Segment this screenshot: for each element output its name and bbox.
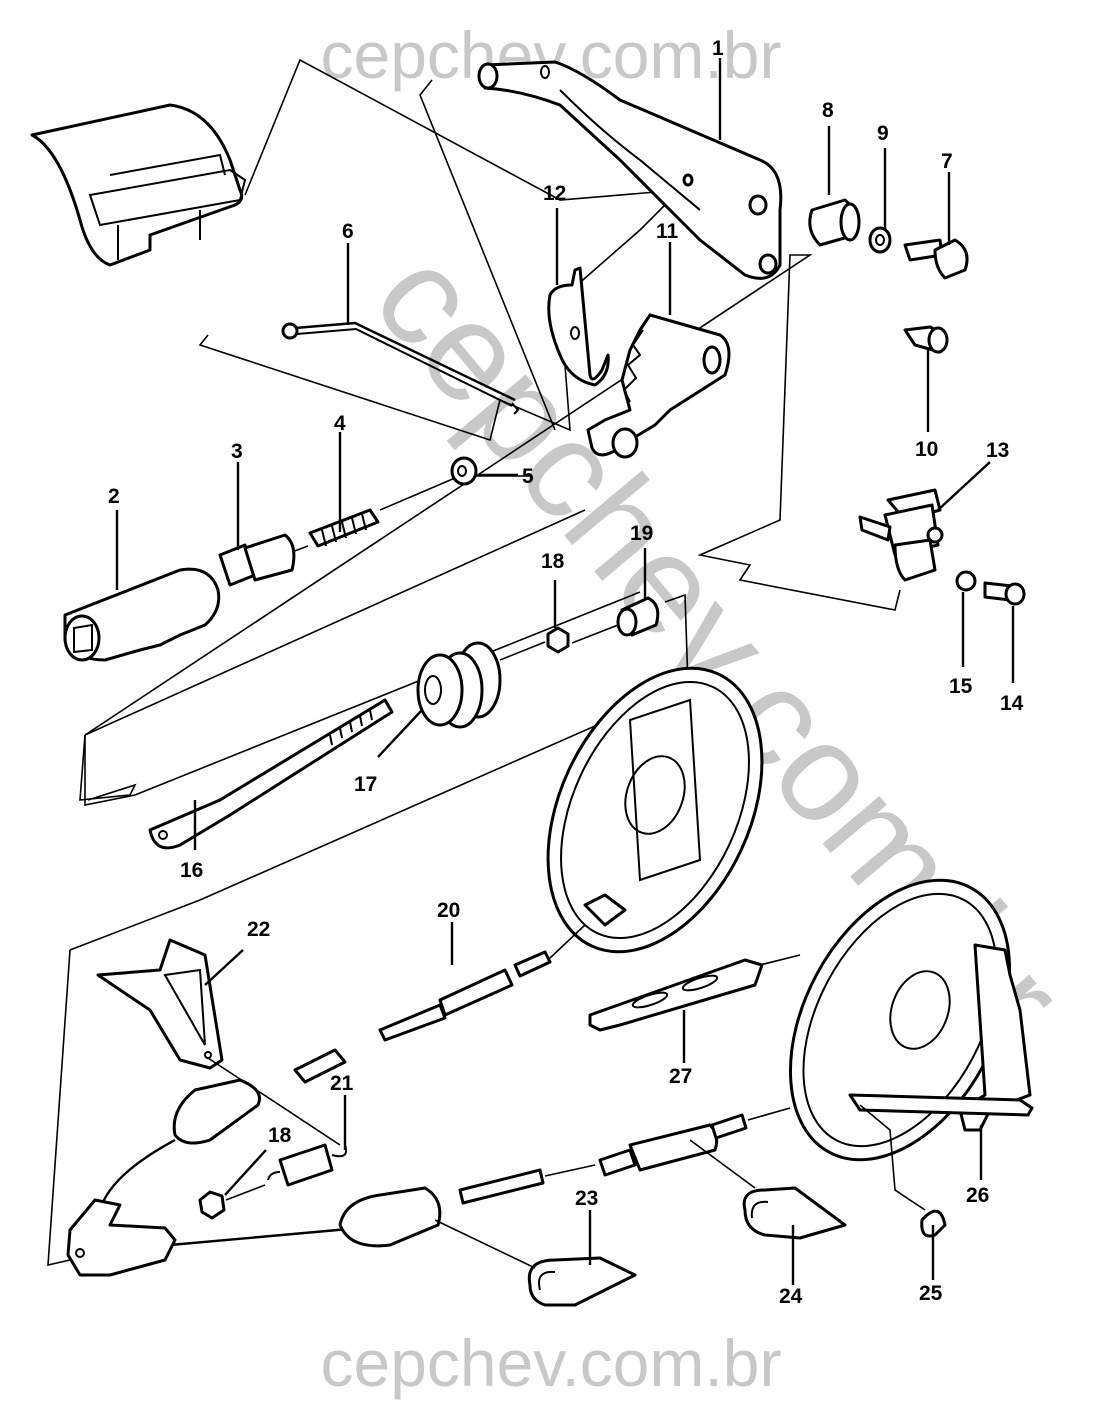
part-26-lever (848, 943, 1034, 1132)
label-part-2: 2 (108, 485, 120, 508)
part-14-screw (983, 581, 1026, 606)
part-7-bolt (903, 238, 969, 280)
part-21-spring (267, 1143, 348, 1187)
label-part-1: 1 (712, 37, 724, 60)
backing-plate-upper (546, 666, 764, 954)
label-part-25: 25 (919, 1282, 943, 1305)
label-part-24: 24 (779, 1285, 803, 1308)
part-17-grommet (416, 641, 502, 729)
cable-left-section (98, 1048, 361, 1247)
backing-plate-lower (788, 878, 1012, 1162)
label-part-15: 15 (949, 675, 973, 698)
part-3-button (218, 533, 309, 587)
part-15-washer (955, 570, 977, 592)
label-part-9: 9 (877, 122, 889, 145)
label-part-18-lower: 18 (268, 1124, 292, 1147)
label-part-27: 27 (669, 1065, 692, 1088)
part-23-clip (527, 1256, 637, 1307)
part-10-rivet (903, 325, 949, 354)
part-13-switch (858, 488, 944, 582)
main-group-outline (79, 734, 137, 801)
rod-group-right (199, 593, 689, 901)
label-part-26: 26 (966, 1184, 989, 1207)
label-part-16: 16 (180, 859, 203, 882)
label-part-6: 6 (342, 220, 354, 243)
part-8-bushing (808, 198, 861, 247)
part-20-cable (378, 924, 586, 1042)
label-part-23: 23 (575, 1187, 598, 1210)
center-group-outline (84, 254, 901, 736)
label-part-11: 11 (656, 220, 679, 243)
label-part-17: 17 (354, 773, 377, 796)
lower-group-outline (69, 899, 201, 951)
part-25-clip (920, 1209, 947, 1238)
part-2-grip (63, 567, 221, 662)
label-part-14: 14 (1000, 692, 1024, 715)
label-part-19: 19 (630, 522, 653, 545)
upper-diagonal-line (84, 509, 586, 736)
rod-group-outline (84, 735, 136, 806)
label-part-22: 22 (247, 918, 270, 941)
lower-diagonal-line (134, 591, 641, 796)
label-part-20: 20 (437, 899, 460, 922)
label-part-13: 13 (986, 439, 1009, 462)
part-11-ratchet (586, 313, 731, 459)
watermark-bottom: cepchev.com.br (320, 1326, 782, 1400)
part-18-nut-upper (499, 626, 570, 661)
part-24-clip (742, 1186, 847, 1240)
leader-lines (115, 58, 1015, 1285)
part-16-rod (148, 698, 394, 850)
label-part-5: 5 (522, 465, 534, 488)
part-18-nut-lower (198, 1184, 266, 1220)
label-part-7: 7 (941, 150, 953, 173)
label-part-18-upper: 18 (541, 550, 565, 573)
part-labels: 1 2 3 4 5 6 7 8 9 10 11 12 13 14 15 16 1… (108, 37, 1024, 1308)
label-part-10: 10 (915, 438, 938, 461)
part-9-washer (868, 226, 892, 254)
part-5-washer (450, 456, 530, 486)
part-27-strut (588, 958, 764, 1032)
part-22-guide (96, 938, 224, 1070)
part-6-release-rod (281, 321, 520, 415)
label-part-3: 3 (231, 440, 243, 463)
equalizer-bracket (66, 1198, 177, 1277)
part-4-spring (308, 477, 456, 548)
lower-group-left (47, 949, 71, 1267)
label-part-12: 12 (543, 182, 566, 205)
label-part-21: 21 (330, 1072, 354, 1095)
handle-group-outline (419, 79, 556, 431)
cable-lower-section (338, 1107, 791, 1248)
console-tray (30, 103, 247, 267)
part-1-lever (477, 60, 783, 280)
label-part-4: 4 (334, 412, 346, 435)
label-part-8: 8 (822, 99, 834, 122)
part-19-spacer (571, 596, 660, 644)
part-12-pawl (547, 266, 610, 387)
